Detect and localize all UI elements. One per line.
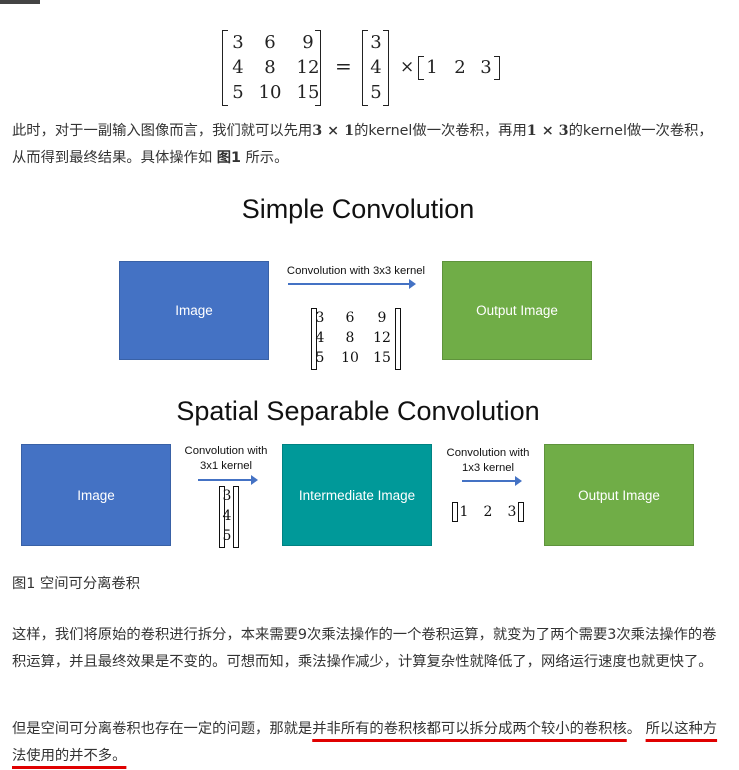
vector-cell: 3 (222, 488, 232, 504)
text: 此时，对于一副输入图像而言，我们就可以先用 (12, 123, 313, 139)
arrow-label-line: Convolution with (184, 445, 268, 457)
arrow-right-icon (462, 476, 522, 486)
matrix-cell: 8 (264, 57, 276, 78)
arrow-label: Convolution with 1x3 kernel (432, 446, 544, 476)
matrix-cell: 4 (315, 330, 325, 346)
matrix-cell: 5 (232, 82, 244, 103)
right-bracket (518, 502, 524, 522)
explanation-paragraph: 这样，我们将原始的卷积进行拆分，本来需要9次乘法操作的一个卷积运算，就变为了两个… (12, 627, 717, 670)
matrix-cell: 10 (258, 82, 282, 103)
text: 但是空间可分离卷积也存在一定的问题，那就是 (12, 721, 313, 737)
vector-cell: 3 (507, 504, 517, 520)
output-image-box: Output Image (442, 261, 592, 360)
arrow-label: Convolution with 3x1 kernel (170, 444, 282, 474)
limitation-paragraph: 但是空间可分离卷积也存在一定的问题，那就是并非所有的卷积核都可以拆分成两个较小的… (12, 716, 727, 770)
arrow-right-icon (198, 475, 258, 485)
right-bracket (395, 308, 401, 370)
arrow-label: Convolution with 3x3 kernel (286, 265, 426, 277)
figure-reference: 图1 (216, 150, 241, 166)
arrow-label-line: 1x3 kernel (461, 462, 515, 474)
matrix-cell: 12 (296, 57, 320, 78)
vector-cell: 4 (222, 508, 232, 524)
figure-caption: 图1 空间可分离卷积 (12, 576, 141, 592)
vector-cell: 5 (370, 82, 382, 103)
text: 的kernel做一次卷积，再用 (354, 123, 527, 139)
kernel-3x3-matrix: 3 6 9 4 8 12 5 10 15 (311, 308, 401, 370)
intro-paragraph: 此时，对于一副输入图像而言，我们就可以先用3 × 1的kernel做一次卷积，再… (12, 118, 727, 172)
vector-cell: 3 (480, 57, 492, 78)
arrow-label-line: Convolution with (446, 447, 530, 459)
simple-convolution-title: Simple Convolution (241, 194, 475, 224)
equation: 3 6 9 4 8 12 5 10 15 = 3 4 5 × 1 2 3 (222, 30, 522, 108)
right-bracket (315, 30, 321, 106)
column-vector: 3 4 5 (362, 30, 392, 106)
row-vector: 1 2 3 (418, 30, 500, 106)
right-bracket (233, 486, 239, 548)
matrix-cell: 15 (296, 82, 320, 103)
matrix-cell: 8 (345, 330, 355, 346)
left-bracket (311, 308, 317, 370)
kernel-1x3-vector: 1 2 3 (452, 502, 526, 524)
matrix-cell: 3 (315, 310, 325, 326)
underlined-text: 所以这种方法使用的并不多。 (12, 721, 718, 764)
arrow-label-line: 3x1 kernel (199, 460, 253, 472)
text: 。 (626, 721, 642, 737)
matrix-cell: 4 (232, 57, 244, 78)
text: 的kernel做一次卷积，从而得到最终结果。具体操作如 (12, 123, 713, 166)
left-bracket (219, 486, 225, 548)
matrix-cell: 10 (341, 350, 359, 366)
matrix-cell: 12 (373, 330, 391, 346)
spatial-separable-convolution-title: Spatial Separable Convolution (176, 396, 540, 426)
left-bracket (452, 502, 458, 522)
right-bracket (494, 56, 500, 80)
vector-cell: 2 (454, 57, 466, 78)
matrix-cell: 5 (315, 350, 325, 366)
vector-cell: 1 (426, 57, 438, 78)
matrix-cell: 15 (373, 350, 391, 366)
left-bracket (362, 30, 368, 106)
image-box: Image (119, 261, 269, 360)
image-box: Image (21, 444, 171, 546)
matrix-cell: 9 (377, 310, 387, 326)
text: 所示。 (240, 150, 289, 166)
vector-cell: 1 (459, 504, 469, 520)
vector-cell: 2 (483, 504, 493, 520)
left-bracket (222, 30, 228, 106)
matrix-cell: 3 (232, 32, 244, 53)
math-1x3: 1 × 3 (526, 123, 569, 139)
left-bracket (418, 56, 424, 80)
figure-1: Simple Convolution Image Convolution wit… (10, 192, 706, 550)
math-3x1: 3 × 1 (312, 123, 355, 139)
output-image-box: Output Image (544, 444, 694, 546)
times-sign: × (400, 57, 415, 77)
matrix-cell: 6 (345, 310, 355, 326)
intermediate-image-box: Intermediate Image (282, 444, 432, 546)
underlined-text: 并非所有的卷积核都可以拆分成两个较小的卷积核 (312, 721, 627, 737)
top-edge-fragment (0, 0, 40, 4)
matrix-cell: 9 (302, 32, 314, 53)
arrow-right-icon (288, 279, 416, 289)
kernel-3x1-vector: 3 4 5 (219, 486, 239, 548)
right-bracket (383, 30, 389, 106)
equals-sign: = (335, 54, 352, 78)
matrix-cell: 6 (264, 32, 276, 53)
vector-cell: 3 (370, 32, 382, 53)
vector-cell: 5 (222, 528, 232, 544)
vector-cell: 4 (370, 57, 382, 78)
left-matrix: 3 6 9 4 8 12 5 10 15 (222, 30, 322, 106)
